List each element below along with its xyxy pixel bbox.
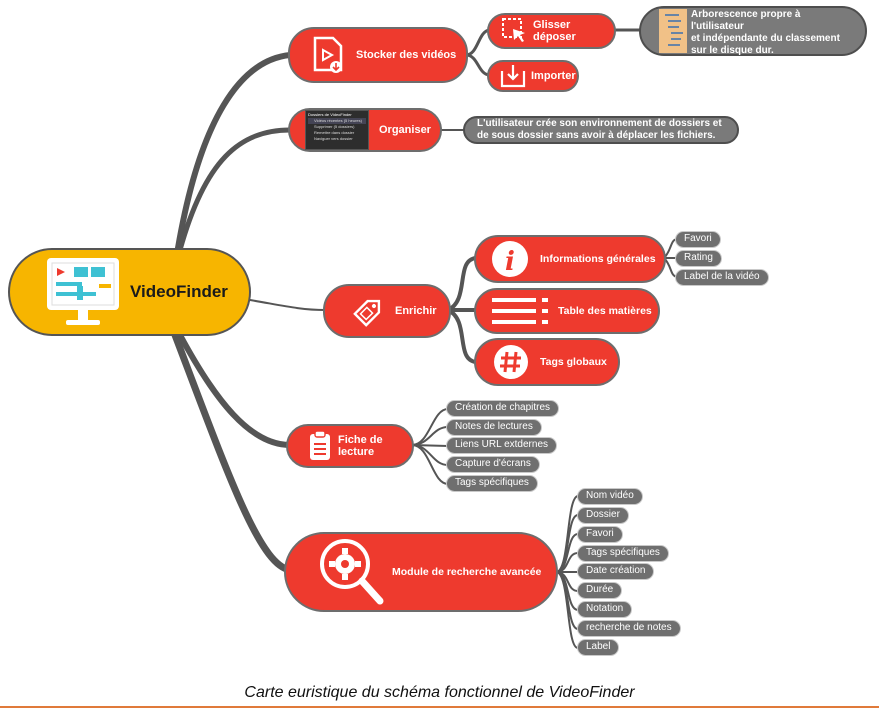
svg-text:i: i xyxy=(505,247,515,277)
leaf-fiche[interactable]: Notes de lectures xyxy=(446,419,542,436)
info-icon: i xyxy=(492,241,528,277)
list-icon xyxy=(492,298,548,324)
leaf-label: Notes de lectures xyxy=(455,421,533,432)
tags-globaux-label: Tags globaux xyxy=(540,356,607,368)
search-settings-icon xyxy=(320,539,384,605)
import-icon xyxy=(500,65,526,88)
figure-caption: Carte euristique du schéma fonctionnel d… xyxy=(244,684,635,701)
organiser-note-text: L'utilisateur crée son environnement de … xyxy=(477,118,722,141)
leaf-label: Nom vidéo xyxy=(586,490,634,501)
leaf-module[interactable]: Durée xyxy=(577,582,623,599)
enrichir-node[interactable]: Enrichir xyxy=(323,284,451,338)
monitor-icon xyxy=(47,258,119,325)
leaf-rating[interactable]: Rating xyxy=(675,250,722,267)
leaf-module[interactable]: recherche de notes xyxy=(577,620,681,637)
tag-icon xyxy=(353,299,381,327)
module-node[interactable]: Module de recherche avancée xyxy=(284,532,558,612)
thumb-line: Supprimer (5 dossiers) xyxy=(314,124,355,129)
leaf-label: Favori xyxy=(586,528,614,539)
leaf-label: Favori xyxy=(684,233,712,244)
leaf-module[interactable]: Nom vidéo xyxy=(577,488,643,505)
hashtag-icon xyxy=(494,345,528,379)
leaf-module[interactable]: Date création xyxy=(577,563,655,580)
arborescence-note: Arborescence propre à l'utilisateur et i… xyxy=(639,6,867,56)
leaf-label-video[interactable]: Label de la vidéo xyxy=(675,269,769,286)
leaf-fiche[interactable]: Création de chapitres xyxy=(446,400,560,417)
leaf-label: recherche de notes xyxy=(586,622,672,633)
tags-globaux-node[interactable]: Tags globaux xyxy=(474,338,620,386)
leaf-module[interactable]: Notation xyxy=(577,601,633,618)
leaf-label: Tags spécifiques xyxy=(455,477,529,488)
leaf-label: Dossier xyxy=(586,509,620,520)
thumb-line: Naviguer vers dossier xyxy=(314,136,353,141)
drag-drop-icon xyxy=(502,18,525,42)
table-label: Table des matières xyxy=(558,305,652,317)
stocker-label: Stocker des vidéos xyxy=(356,49,457,61)
folder-tree-thumbnail xyxy=(659,9,687,53)
leaf-label: Rating xyxy=(684,252,713,263)
leaf-label: Label de la vidéo xyxy=(684,271,760,282)
organiser-label: Organiser xyxy=(379,124,431,136)
folder-panel-thumbnail: Dossiers de VideoFinder Vidéos récentes … xyxy=(305,110,369,150)
leaf-label: Capture d'écrans xyxy=(455,458,531,469)
informations-label: Informations générales xyxy=(540,253,656,265)
glisser-node[interactable]: Glisser déposer xyxy=(487,13,616,49)
fiche-node[interactable]: Fiche de lecture xyxy=(286,424,414,468)
leaf-favori[interactable]: Favori xyxy=(675,231,721,248)
leaf-module[interactable]: Dossier xyxy=(577,507,629,524)
leaf-fiche[interactable]: Liens URL extdernes xyxy=(446,437,558,454)
clipboard-icon xyxy=(310,430,330,460)
thumb-line: Vidéos récentes (5 heures) xyxy=(308,118,366,124)
bottom-rule xyxy=(0,706,879,708)
leaf-module[interactable]: Tags spécifiques xyxy=(577,545,669,562)
organiser-node[interactable]: Dossiers de VideoFinder Vidéos récentes … xyxy=(288,108,442,152)
leaf-label: Liens URL extdernes xyxy=(455,439,549,450)
glisser-label: Glisser déposer xyxy=(533,19,576,43)
leaf-module[interactable]: Label xyxy=(577,639,620,656)
leaf-label: Label xyxy=(586,641,611,652)
table-node[interactable]: Table des matières xyxy=(474,288,660,334)
leaf-label: Création de chapitres xyxy=(455,402,551,413)
leaf-fiche[interactable]: Capture d'écrans xyxy=(446,456,540,473)
stocker-node[interactable]: Stocker des vidéos xyxy=(288,27,468,83)
informations-node[interactable]: i Informations générales xyxy=(474,235,666,283)
leaf-module[interactable]: Favori xyxy=(577,526,623,543)
thumb-line: Remettre dans dossier xyxy=(314,130,355,135)
importer-node[interactable]: Importer xyxy=(487,60,579,92)
enrichir-label: Enrichir xyxy=(395,305,437,317)
leaf-label: Durée xyxy=(586,584,614,595)
video-file-icon xyxy=(313,36,343,73)
leaf-label: Notation xyxy=(586,603,624,614)
importer-label: Importer xyxy=(531,70,576,82)
leaf-fiche[interactable]: Tags spécifiques xyxy=(446,475,538,492)
arborescence-text: Arborescence propre à l'utilisateur et i… xyxy=(691,9,840,56)
leaf-label: Date création xyxy=(586,565,646,576)
organiser-note: L'utilisateur crée son environnement de … xyxy=(463,116,739,144)
fiche-label: Fiche de lecture xyxy=(338,434,383,458)
root-label: VideoFinder xyxy=(130,282,228,301)
leaf-label: Tags spécifiques xyxy=(586,547,660,558)
module-label: Module de recherche avancée xyxy=(392,566,542,578)
thumb-title: Dossiers de VideoFinder xyxy=(308,112,352,117)
root-node[interactable]: VideoFinder xyxy=(8,248,251,336)
